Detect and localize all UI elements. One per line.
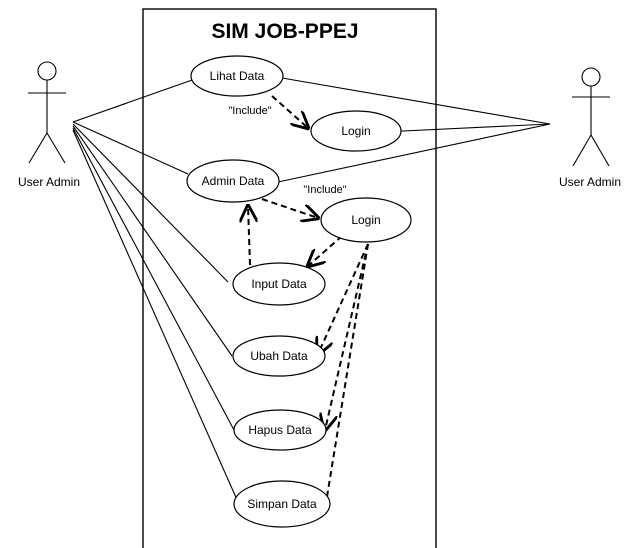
actor-user-admin-left — [28, 61, 66, 164]
actor-label-right: User Admin — [559, 175, 621, 189]
use-case-input-data: Input Data — [232, 262, 326, 306]
use-case-lihat-data: Lihat Data — [190, 55, 284, 97]
actor-label-left: User Admin — [18, 175, 80, 189]
svg-text:Input Data: Input Data — [251, 277, 307, 291]
svg-text:Login: Login — [341, 124, 370, 138]
system-boundary — [142, 8, 437, 548]
svg-text:Login: Login — [351, 213, 380, 227]
use-case-simpan-data: Simpan Data — [233, 480, 331, 528]
use-case-login-2: Login — [320, 197, 412, 243]
include-label-2: "Include" — [303, 184, 346, 196]
dashed-relations — [248, 95, 369, 504]
system-title: SIM JOB-PPEJ — [211, 20, 358, 43]
svg-text:Simpan Data: Simpan Data — [247, 497, 317, 511]
svg-text:Ubah Data: Ubah Data — [250, 349, 308, 363]
svg-text:Lihat Data: Lihat Data — [210, 69, 265, 83]
associations-right — [277, 77, 551, 183]
svg-text:Admin Data: Admin Data — [202, 174, 265, 188]
use-case-admin-data: Admin Data — [186, 159, 280, 203]
use-case-ubah-data: Ubah Data — [232, 335, 326, 377]
actor-user-admin-right — [572, 67, 610, 167]
include-label-1: "Include" — [228, 105, 271, 117]
use-case-login-1: Login — [310, 110, 402, 152]
use-case-hapus-data: Hapus Data — [233, 409, 327, 451]
svg-text:Hapus Data: Hapus Data — [248, 423, 312, 437]
associations-left — [72, 78, 239, 503]
